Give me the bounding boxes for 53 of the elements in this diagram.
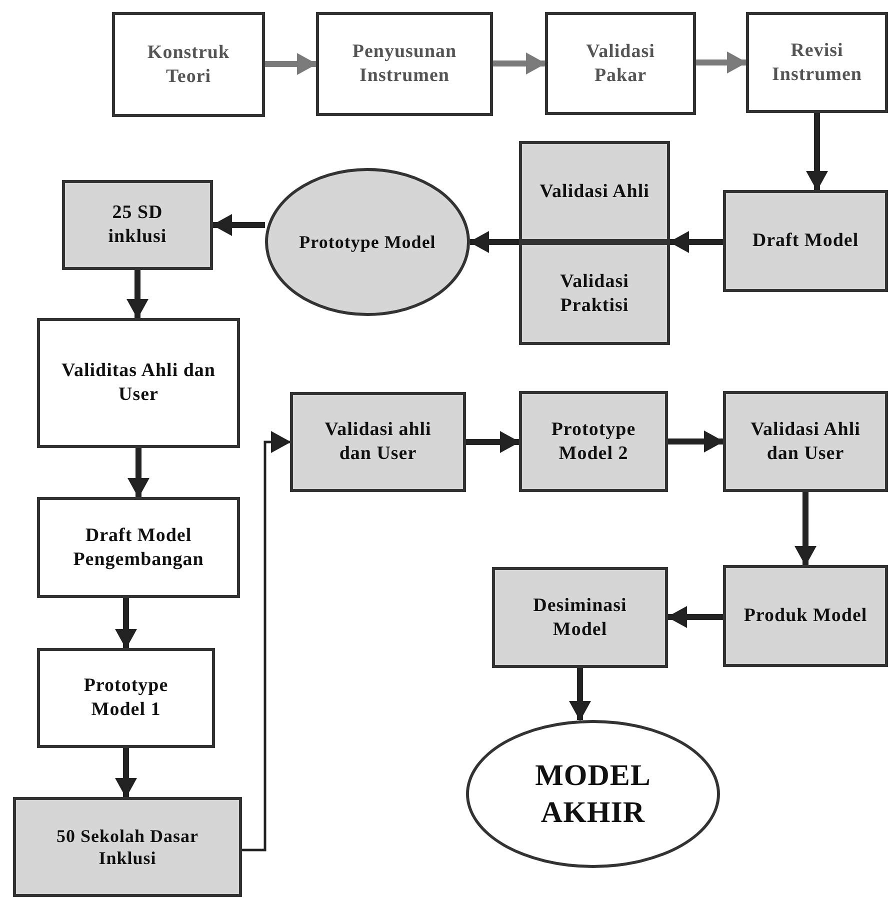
process-box xyxy=(62,180,213,270)
process-box xyxy=(746,12,888,113)
arrow xyxy=(667,606,723,628)
arrow xyxy=(128,448,150,498)
arrow xyxy=(466,431,520,453)
process-box xyxy=(37,497,240,598)
node-label: Validasi Ahli dan User xyxy=(750,418,862,466)
process-box xyxy=(723,565,888,667)
process-box xyxy=(316,12,493,116)
node-label: Validasi Ahli xyxy=(540,180,650,204)
process-box xyxy=(290,392,466,492)
process-box xyxy=(545,12,696,115)
arrow xyxy=(668,430,724,452)
arrow xyxy=(115,598,137,649)
arrow xyxy=(569,668,591,721)
process-box xyxy=(37,648,215,748)
arrow xyxy=(794,492,816,566)
arrow xyxy=(115,748,137,798)
node-label: 50 Sekolah Dasar Inklusi xyxy=(55,824,200,870)
arrow xyxy=(242,431,291,852)
arrow xyxy=(469,231,519,253)
node-label: Konstruk Teori xyxy=(146,40,231,88)
process-box xyxy=(37,318,240,448)
arrow xyxy=(265,53,317,75)
node-label: Validitas Ahli dan User xyxy=(60,359,217,407)
node-label: Prototype Model xyxy=(299,230,436,254)
arrow xyxy=(212,214,265,236)
node-label: MODEL AKHIR xyxy=(534,758,652,831)
node-label: Draft Model xyxy=(752,229,859,253)
arrow xyxy=(696,52,747,74)
process-box xyxy=(519,141,670,242)
arrow xyxy=(806,113,828,191)
node-label: Validasi ahli dan User xyxy=(324,418,432,466)
process-box xyxy=(723,391,888,492)
node-label: Prototype Model 2 xyxy=(550,418,637,466)
arrow xyxy=(669,231,723,253)
node-label: Prototype Model 1 xyxy=(82,674,170,722)
node-label: Revisi Instrumen xyxy=(770,38,863,86)
node-label: Penyusunan Instrumen xyxy=(351,40,458,88)
process-box xyxy=(723,190,888,292)
node-label: 25 SD inklusi xyxy=(107,201,168,249)
node-label: Desiminasi Model xyxy=(532,594,628,642)
node-label: Validasi Pakar xyxy=(585,40,656,88)
process-box xyxy=(112,12,265,117)
node-label: Validasi Praktisi xyxy=(559,270,630,318)
arrow xyxy=(493,52,546,74)
process-box xyxy=(492,567,668,668)
process-box xyxy=(519,242,670,345)
arrow xyxy=(126,270,148,319)
node-label: Produk Model xyxy=(744,604,868,628)
process-box xyxy=(13,797,242,897)
node-label: Draft Model Pengembangan xyxy=(72,524,205,572)
process-box xyxy=(519,391,668,492)
